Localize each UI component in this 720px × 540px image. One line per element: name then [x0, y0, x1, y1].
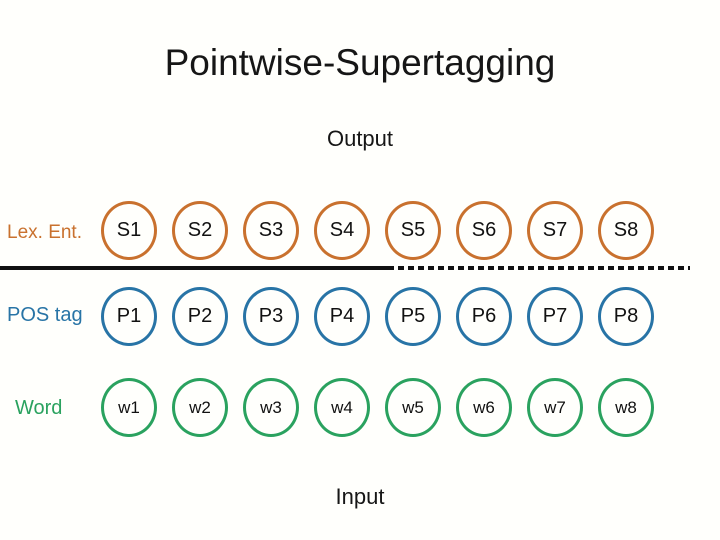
output-label: Output [326, 126, 394, 151]
node-w6: w6 [456, 378, 512, 437]
node-p1: P1 [101, 287, 157, 346]
node-s3: S3 [243, 201, 299, 260]
node-p3: P3 [243, 287, 299, 346]
node-p8: P8 [598, 287, 654, 346]
node-w7: w7 [527, 378, 583, 437]
node-w3: w3 [243, 378, 299, 437]
node-s8: S8 [598, 201, 654, 260]
input-label: Input [335, 484, 385, 509]
node-p7: P7 [527, 287, 583, 346]
node-p4: P4 [314, 287, 370, 346]
row-label-pos-tag: POS tag [7, 304, 83, 326]
node-w5: w5 [385, 378, 441, 437]
node-s5: S5 [385, 201, 441, 260]
node-p5: P5 [385, 287, 441, 346]
node-w1: w1 [101, 378, 157, 437]
node-s6: S6 [456, 201, 512, 260]
node-p6: P6 [456, 287, 512, 346]
node-w8: w8 [598, 378, 654, 437]
node-s7: S7 [527, 201, 583, 260]
slide-title: Pointwise-Supertagging [164, 42, 556, 83]
node-s1: S1 [101, 201, 157, 260]
row-label-word: Word [15, 397, 63, 419]
node-w4: w4 [314, 378, 370, 437]
node-w2: w2 [172, 378, 228, 437]
row-label-lex-ent: Lex. Ent. [7, 222, 82, 243]
node-p2: P2 [172, 287, 228, 346]
pos-tag-circle-row: P1 P2 P3 P4 P5 P6 P7 P8 [101, 287, 654, 346]
lex-ent-circle-row: S1 S2 S3 S4 S5 S6 S7 S8 [101, 201, 654, 260]
word-circle-row: w1 w2 w3 w4 w5 w6 w7 w8 [101, 378, 654, 437]
divider-line-dashed [388, 266, 690, 270]
node-s2: S2 [172, 201, 228, 260]
divider-line-solid [0, 266, 388, 270]
node-s4: S4 [314, 201, 370, 260]
